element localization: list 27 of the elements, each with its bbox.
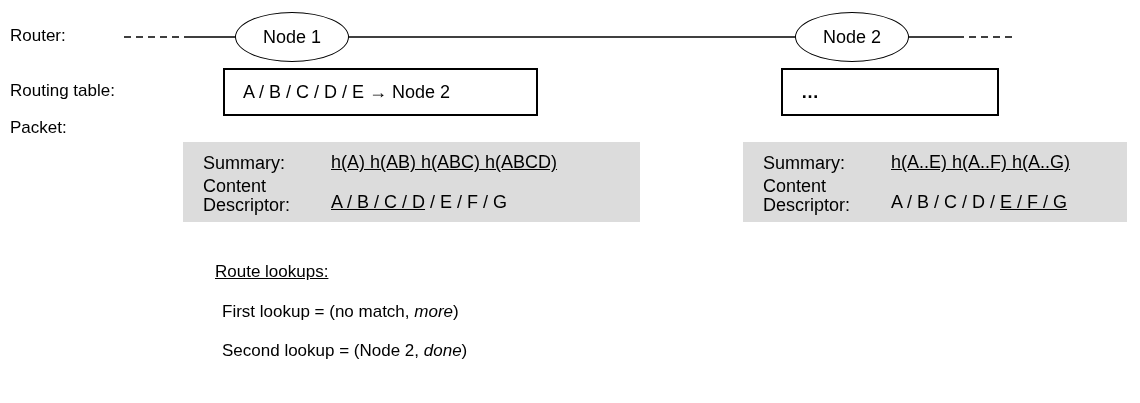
dashed-link-line [123,36,236,38]
field-label: Summary: [203,154,286,173]
text-label: Routing table: [10,81,115,101]
text-label: Router: [10,26,66,46]
router-node-ellipse: Node 1 [235,12,349,62]
text-label: Route lookups: [215,262,329,282]
link-line [348,36,796,38]
field-label: Content Descriptor: [203,177,292,215]
dashed-link-line [908,36,1013,38]
field-value: h(A) h(AB) h(ABC) h(ABCD) [331,152,559,173]
field-label: Summary: [763,154,846,173]
packet-panel [743,142,1127,222]
text-label: Second lookup = (Node 2, done) [222,341,468,361]
field-value: E / F / G [1000,191,1068,213]
field-value: A / B / C / D [331,191,426,213]
routing-entry: … [801,81,819,103]
field-value: / E / F / G [430,191,508,213]
field-value: h(A..E) h(A..F) h(A..G) [891,152,1072,173]
packet-panel [183,142,640,222]
field-value: A / B / C / D / [891,191,996,213]
router-node-ellipse: Node 2 [795,12,909,62]
field-label: Content Descriptor: [763,177,852,215]
text-label: First lookup = (no match, more) [222,302,459,322]
routing-table-box [781,68,999,116]
routing-entry: A / B / C / D / E → Node 2 [243,81,451,103]
routing-table-box [223,68,538,116]
text-label: Packet: [10,118,67,138]
